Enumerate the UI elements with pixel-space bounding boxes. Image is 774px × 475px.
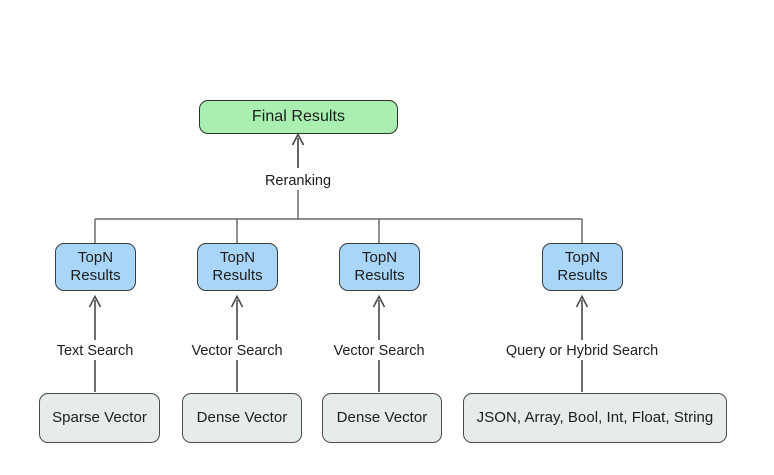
edge-label-text-search: Text Search (56, 343, 134, 359)
node-source-sparse-vector-label: Sparse Vector (52, 409, 147, 427)
edge-label-query-or-hybrid-search: Query or Hybrid Search (505, 343, 659, 359)
node-topn-results-1[interactable]: TopN Results (55, 243, 136, 291)
arrowhead-final (291, 132, 305, 146)
arrowhead-topn-3 (372, 294, 386, 308)
arrowhead-topn-4 (575, 294, 589, 308)
node-final-results-label: Final Results (251, 107, 346, 125)
node-source-dense-vector-2[interactable]: Dense Vector (322, 393, 442, 443)
node-source-dense-vector-1[interactable]: Dense Vector (182, 393, 302, 443)
node-topn-results-2-line1: TopN (219, 249, 256, 267)
node-source-dense-vector-2-label: Dense Vector (336, 409, 428, 427)
node-topn-results-3-line2: Results (354, 267, 405, 284)
node-topn-results-4-line2: Results (557, 267, 608, 284)
node-topn-results-3-line1: TopN (361, 249, 398, 267)
node-topn-results-2-line2: Results (212, 267, 263, 284)
arrowhead-topn-2 (230, 294, 244, 308)
node-topn-results-1-line1: TopN (77, 249, 114, 267)
node-topn-results-4[interactable]: TopN Results (542, 243, 623, 291)
node-topn-results-4-line1: TopN (564, 249, 601, 267)
edge-label-vector-search-2: Vector Search (333, 343, 425, 359)
node-source-scalar-types[interactable]: JSON, Array, Bool, Int, Float, String (463, 393, 727, 443)
node-source-scalar-types-label: JSON, Array, Bool, Int, Float, String (476, 409, 714, 427)
node-final-results[interactable]: Final Results (199, 100, 398, 134)
arrowhead-topn-1 (88, 294, 102, 308)
node-topn-results-1-line2: Results (70, 267, 121, 284)
edge-label-rerank: Reranking (264, 173, 332, 189)
node-source-sparse-vector[interactable]: Sparse Vector (39, 393, 160, 443)
node-topn-results-2[interactable]: TopN Results (197, 243, 278, 291)
edge-label-vector-search-1: Vector Search (191, 343, 283, 359)
node-topn-results-3[interactable]: TopN Results (339, 243, 420, 291)
node-source-dense-vector-1-label: Dense Vector (196, 409, 288, 427)
